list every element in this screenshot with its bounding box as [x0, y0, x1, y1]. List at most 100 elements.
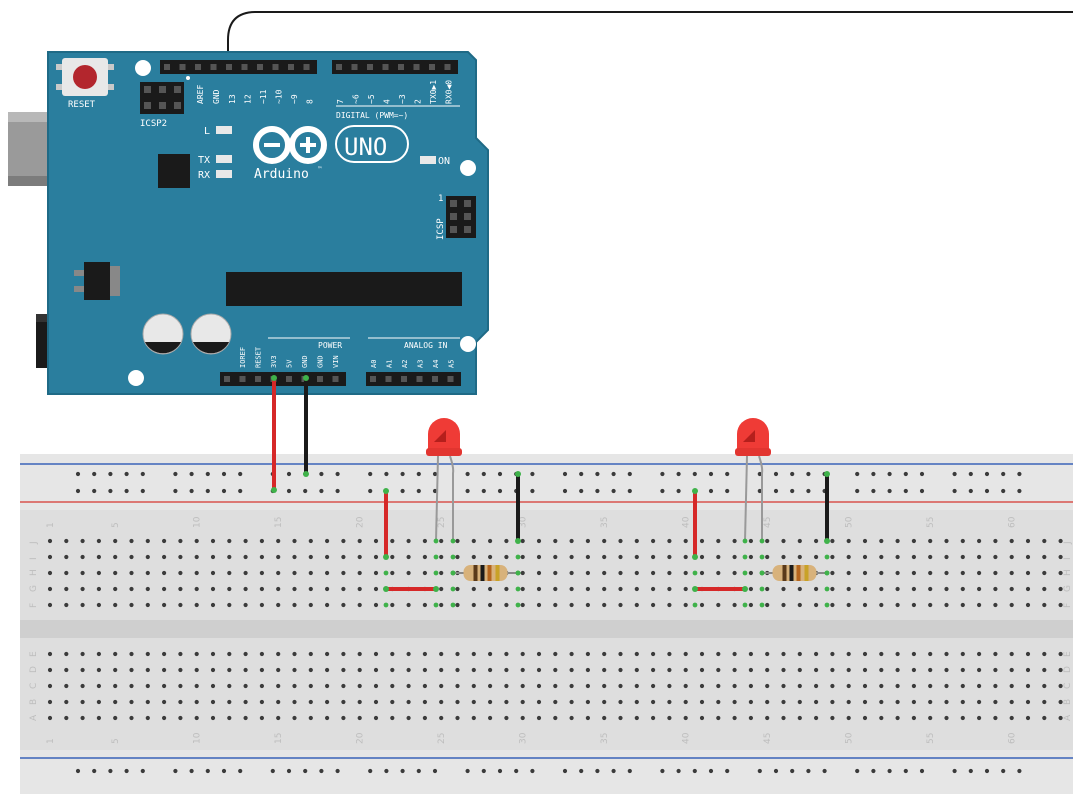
breadboard-hole [227, 699, 232, 705]
rail-hole [968, 488, 973, 494]
breadboard-hole [357, 570, 362, 576]
breadboard-hole [732, 570, 737, 576]
rail-hole [432, 488, 438, 494]
breadboard-hole [879, 683, 884, 689]
breadboard-hole [797, 683, 802, 689]
rail-hole [725, 471, 730, 477]
analog-pin-housing [366, 372, 461, 386]
wire-3v3-end [271, 487, 277, 493]
breadboard-hole [651, 602, 656, 608]
breadboard-hole [357, 602, 362, 608]
rail-hole [221, 768, 227, 774]
icsp-header [446, 196, 476, 238]
wire-gnd-end [303, 471, 309, 477]
breadboard-hole [781, 683, 786, 689]
breadboard-hole [357, 651, 362, 657]
breadboard-hole [928, 602, 933, 608]
breadboard-hole [830, 538, 835, 544]
breadboard-hole [634, 570, 639, 576]
breadboard-hole [178, 602, 183, 608]
active-hole [759, 586, 765, 592]
breadboard-hole [553, 602, 558, 608]
breadboard-hole [373, 586, 379, 592]
capacitor-icon [142, 313, 184, 355]
active-hole [759, 554, 765, 560]
rail-hole [676, 768, 681, 774]
breadboard-hole [243, 667, 248, 673]
active-hole [433, 602, 439, 608]
led-rim [426, 448, 462, 456]
rail-hole [627, 471, 632, 477]
rail-hole [75, 488, 81, 494]
rail-hole [319, 768, 324, 774]
rx-led [216, 170, 232, 178]
breadboard-hole [259, 683, 264, 689]
icsp-pin1-label: 1 [438, 194, 443, 204]
breadboard-hole [846, 683, 851, 689]
breadboard-hole [455, 651, 460, 657]
reset-label: RESET [68, 100, 96, 110]
active-hole [383, 570, 389, 576]
breadboard-hole [422, 715, 427, 721]
wire-power-jumper-end [692, 488, 698, 494]
breadboard-hole [406, 538, 411, 544]
breadboard-hole [145, 554, 150, 560]
digital-pin-housing [332, 60, 458, 74]
digital-pin-pin [413, 64, 420, 70]
breadboard-hole [830, 602, 835, 608]
breadboard-hole [960, 586, 965, 592]
breadboard-hole [944, 651, 949, 657]
breadboard-hole [667, 586, 672, 592]
active-hole [824, 586, 830, 592]
breadboard-hole [406, 683, 411, 689]
column-number: 30 [519, 516, 529, 528]
breadboard-hole [895, 651, 900, 657]
breadboard-hole [911, 570, 917, 576]
breadboard-hole [814, 715, 819, 721]
breadboard-hole [259, 602, 264, 608]
breadboard-hole [243, 586, 248, 592]
breadboard-hole [536, 683, 542, 689]
breadboard-hole [765, 699, 770, 705]
reset-button[interactable] [56, 58, 114, 96]
rail-hole [952, 768, 957, 774]
row-label: J [29, 541, 39, 545]
column-number: 55 [926, 517, 936, 528]
wire-power-jumper-end [692, 554, 698, 560]
rail-hole [611, 471, 616, 477]
breadboard-hole [1042, 715, 1047, 721]
breadboard-hole [716, 699, 721, 705]
rail-hole [205, 471, 210, 477]
breadboard-hole [357, 715, 362, 721]
breadboard-hole [390, 570, 395, 576]
led-leg [435, 455, 439, 542]
breadboard-hole [1058, 586, 1063, 592]
rail-hole [335, 768, 340, 774]
breadboard-hole [47, 538, 53, 544]
breadboard-hole [716, 667, 721, 673]
breadboard-hole [373, 683, 379, 689]
rail-hole [692, 471, 697, 477]
rail-hole [968, 768, 973, 774]
wire-ground-jumper-end [515, 538, 521, 544]
rail-hole [579, 768, 584, 774]
row-label: F [1063, 603, 1073, 608]
breadboard-hole [162, 586, 167, 592]
breadboard-hole [960, 715, 965, 721]
breadboard-hole [651, 570, 656, 576]
column-number: 50 [845, 732, 855, 744]
rail-hole [725, 488, 730, 494]
breadboard-hole [732, 715, 737, 721]
rail-hole [1017, 488, 1022, 494]
breadboard-hole [259, 554, 264, 560]
breadboard-hole [325, 554, 330, 560]
rail-hole [140, 471, 145, 477]
trademark: ™ [318, 166, 322, 173]
digital-pin-label: 7 [336, 99, 345, 104]
active-hole [433, 586, 439, 592]
breadboard-hole [390, 667, 395, 673]
breadboard-hole [993, 651, 998, 657]
breadboard-hole [602, 651, 607, 657]
